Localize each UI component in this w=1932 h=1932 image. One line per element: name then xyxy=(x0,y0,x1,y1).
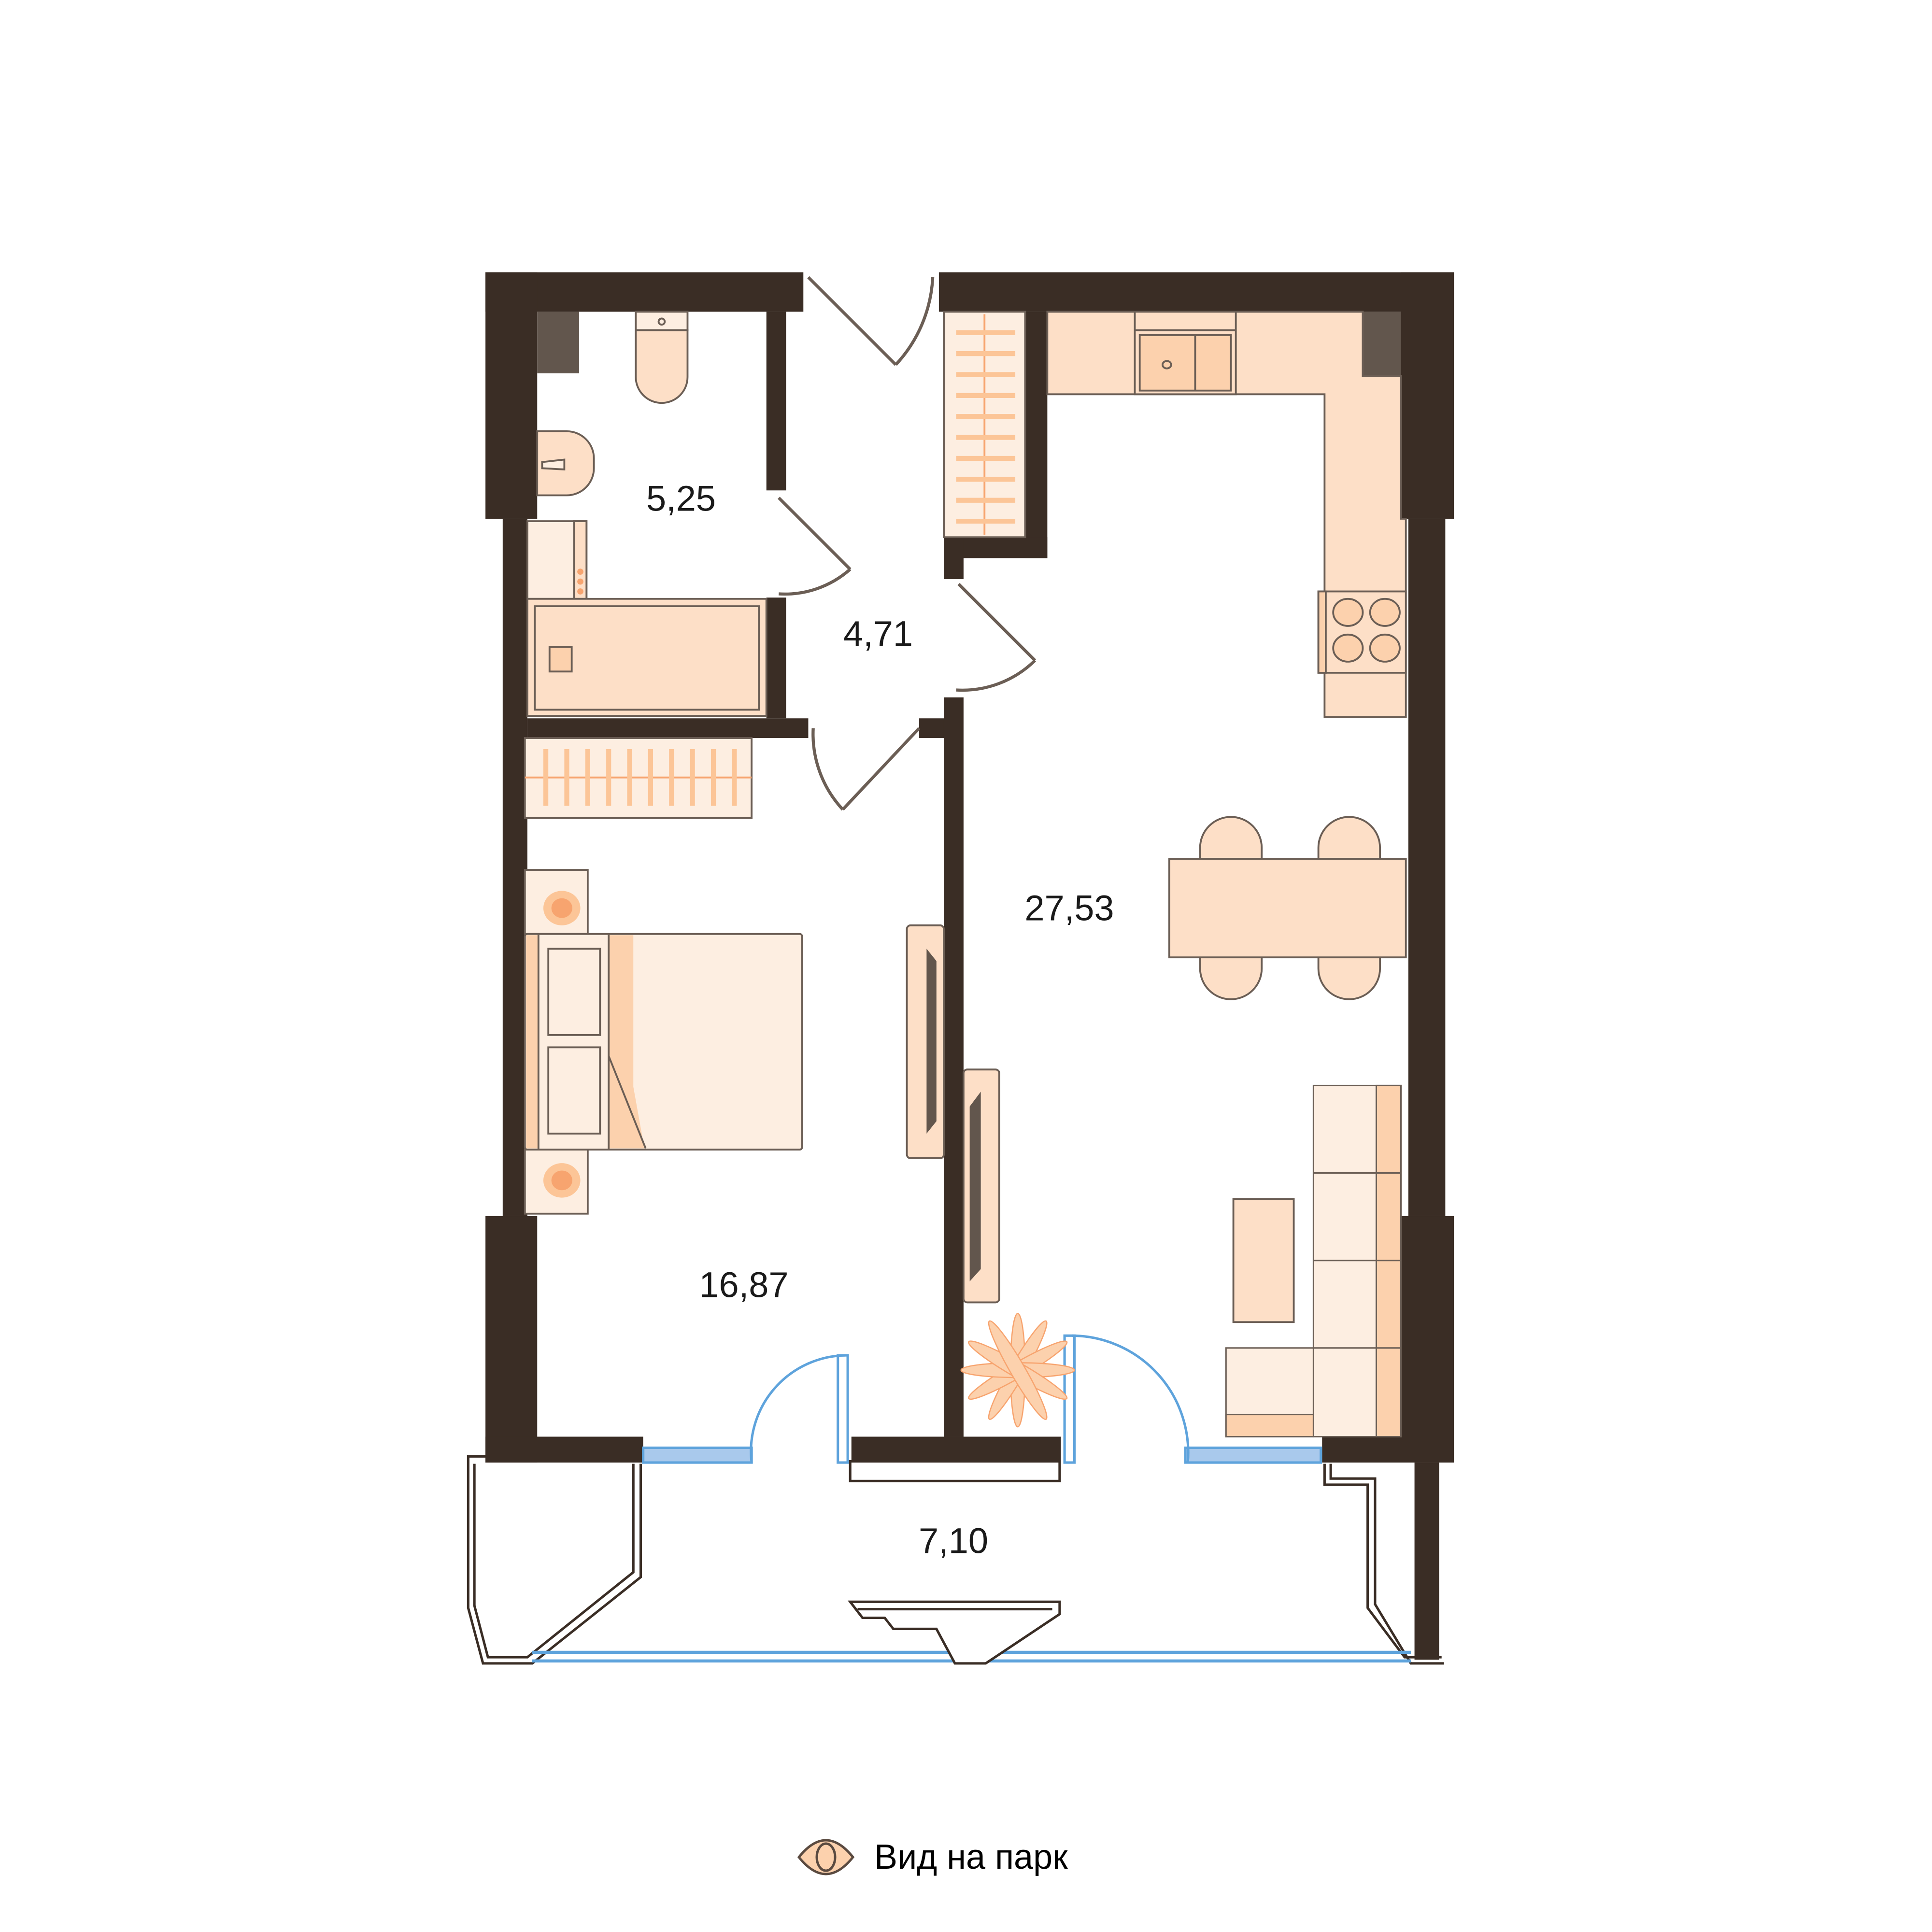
view-legend: Вид на парк xyxy=(797,1831,1068,1884)
area-label-hallway: 4,71 xyxy=(843,613,913,654)
hall-wardrobe xyxy=(943,311,1026,539)
view-label: Вид на парк xyxy=(874,1838,1068,1876)
eye-icon xyxy=(797,1839,855,1875)
sofa xyxy=(1225,1084,1402,1438)
bedroom-wardrobe xyxy=(524,737,753,819)
area-label-bedroom: 16,87 xyxy=(699,1264,789,1305)
coffee-table xyxy=(1232,1198,1295,1323)
door-swings xyxy=(777,276,1037,811)
balcony-planter xyxy=(848,1600,1061,1665)
toilet xyxy=(635,311,689,404)
kitchen-counter xyxy=(1046,311,1407,718)
area-label-balcony: 7,10 xyxy=(918,1520,989,1561)
window xyxy=(642,1446,1322,1464)
nightstand xyxy=(524,869,589,1215)
sink xyxy=(536,430,595,497)
area-label-bathroom: 5,25 xyxy=(646,478,716,519)
balcony-step xyxy=(849,1460,1061,1482)
cooktop xyxy=(1317,590,1407,674)
washing-machine xyxy=(526,520,588,600)
tv-stand-bedroom xyxy=(906,924,945,1159)
column xyxy=(1363,312,1401,376)
area-label-kitchen-living: 27,53 xyxy=(1024,888,1114,928)
column xyxy=(537,312,579,373)
tv-stand-living xyxy=(962,1068,1000,1304)
plant xyxy=(960,1313,1075,1428)
balcony-railing xyxy=(467,1455,1444,1665)
bed xyxy=(524,933,803,1151)
bathtub xyxy=(526,597,767,717)
dining-set xyxy=(1168,816,1407,1000)
walls xyxy=(485,272,1454,1660)
